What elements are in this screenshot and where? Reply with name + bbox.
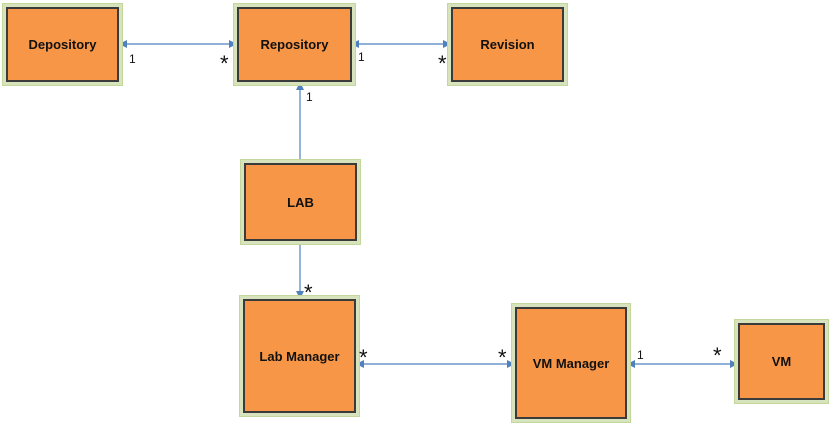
multiplicity-labmanager-vmmanager-left-many: *	[359, 345, 368, 370]
multiplicity-vmmanager-vm-one: 1	[637, 348, 644, 362]
repository-label: Repository	[260, 37, 329, 52]
repository-box[interactable]: Repository	[237, 7, 352, 82]
multiplicity-lab-repository-one: 1	[306, 90, 313, 104]
multiplicity-depository-repository-many: *	[220, 51, 229, 76]
multiplicity-repository-revision-many: *	[438, 51, 447, 76]
multiplicity-lab-labmanager-many: *	[304, 280, 313, 305]
lab-manager-label: Lab Manager	[259, 348, 340, 364]
multiplicity-depository-repository-one: 1	[129, 52, 136, 66]
vm-manager-label: VM Manager	[532, 355, 610, 371]
multiplicity-vmmanager-vm-many: *	[713, 343, 722, 368]
revision-label: Revision	[480, 37, 535, 52]
depository-label: Depository	[28, 37, 97, 52]
depository-box[interactable]: Depository	[6, 7, 119, 82]
revision-box[interactable]: Revision	[451, 7, 564, 82]
vm-box[interactable]: VM	[738, 323, 825, 400]
lab-manager-box[interactable]: Lab Manager	[243, 299, 356, 413]
multiplicity-labmanager-vmmanager-right-many: *	[498, 345, 507, 370]
vm-label: VM	[771, 354, 792, 369]
lab-box[interactable]: LAB	[244, 163, 357, 241]
multiplicity-repository-revision-one: 1	[358, 50, 365, 64]
lab-label: LAB	[287, 194, 314, 210]
vm-manager-box[interactable]: VM Manager	[515, 307, 627, 419]
